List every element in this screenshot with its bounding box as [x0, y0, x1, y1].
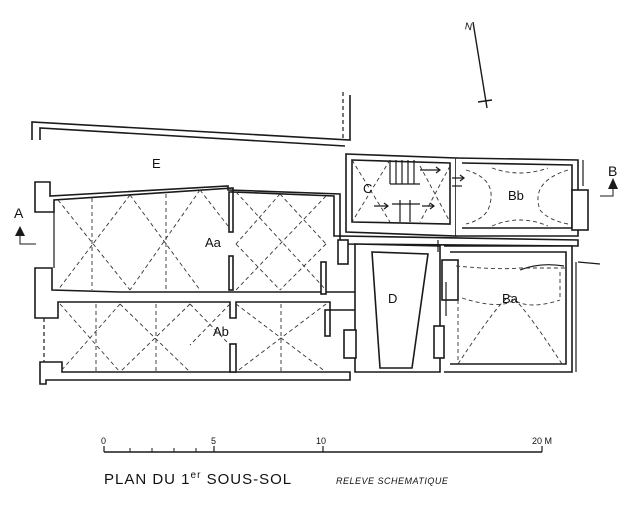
plan-title: PLAN DU 1er SOUS-SOL RELEVE SCHEMATIQUE	[104, 470, 449, 488]
title-main: PLAN DU 1	[104, 471, 191, 488]
section-a-marker: A	[14, 205, 36, 245]
room-e-outline	[31, 92, 351, 147]
svg-text:PLAN DU 1er SOUS-SOL: PLAN DU 1er SOUS-SOL	[104, 470, 292, 488]
scale-bar: 0 5 10 20 M	[101, 436, 552, 453]
scale-tick-20: 20 M	[532, 436, 552, 446]
scale-tick-10: 10	[316, 436, 326, 446]
room-e-label: E	[152, 156, 161, 171]
scale-tick-0: 0	[101, 436, 106, 446]
section-b-label: B	[608, 163, 617, 179]
scale-tick-5: 5	[211, 436, 216, 446]
vault-lines	[57, 189, 327, 373]
vault-curves	[455, 167, 569, 365]
door-markers	[337, 239, 447, 359]
title-superscript: er	[191, 470, 202, 481]
west-wing-walls	[34, 181, 357, 385]
north-label: N	[464, 21, 473, 33]
room-ab-label: Ab	[213, 324, 229, 339]
section-a-label: A	[14, 205, 24, 221]
north-arrow: N	[464, 21, 493, 109]
section-a-arrow-icon	[15, 226, 25, 236]
room-labels: E Aa Ab C D Bb Ba	[152, 156, 524, 339]
room-d-label: D	[388, 291, 397, 306]
room-c-label: C	[363, 181, 372, 196]
section-b-marker: B	[600, 163, 618, 197]
east-wing-walls	[339, 153, 601, 373]
room-ba-label: Ba	[502, 291, 519, 306]
room-bb-label: Bb	[508, 188, 524, 203]
title-rest: SOUS-SOL	[201, 471, 292, 488]
stair-treads	[351, 159, 465, 223]
title-subtitle: RELEVE SCHEMATIQUE	[336, 476, 449, 486]
room-aa-label: Aa	[205, 235, 222, 250]
section-b-arrow-icon	[608, 178, 618, 189]
